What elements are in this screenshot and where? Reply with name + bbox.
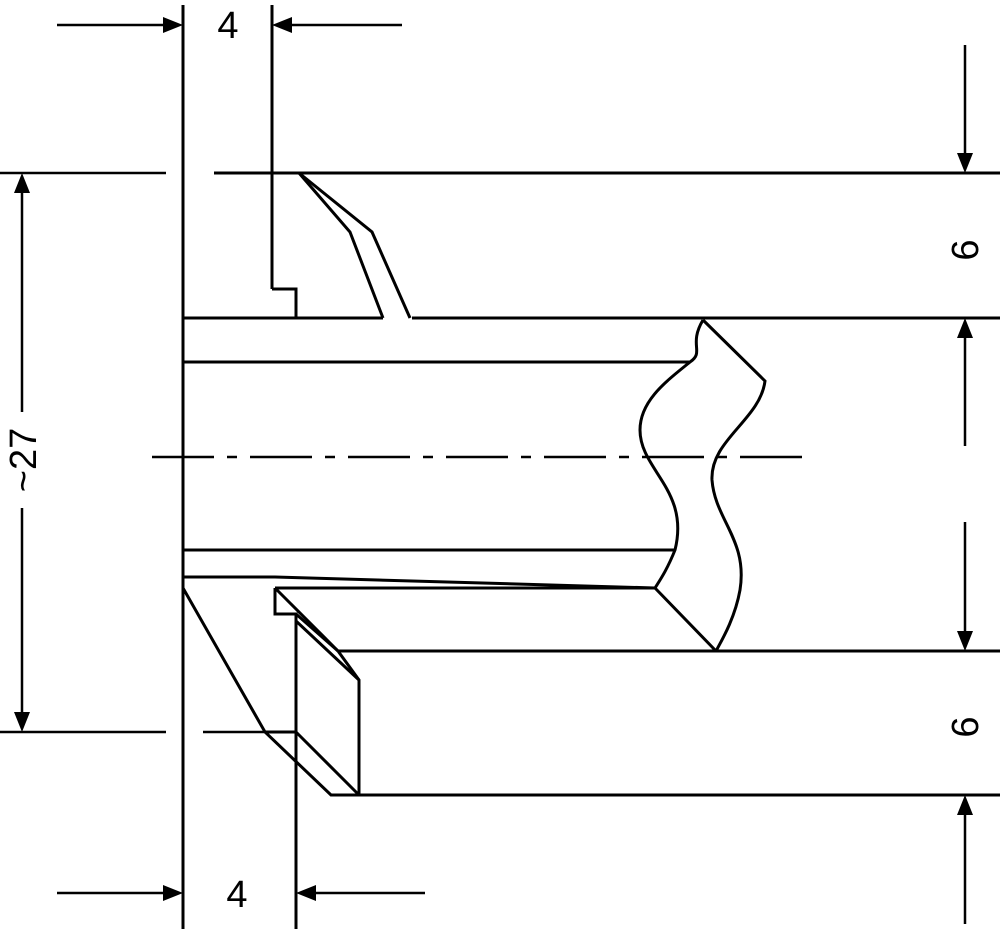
overall-height-label: ~27 <box>3 428 45 492</box>
bottom-gap-label: 4 <box>226 874 247 916</box>
lower-thickness-dimension: 6 <box>945 522 987 924</box>
upper-thickness-dimension: 6 <box>945 45 987 446</box>
upper-hook <box>183 5 383 320</box>
extension-lines <box>0 171 265 734</box>
lower-hook <box>181 550 656 929</box>
tube-body <box>183 318 767 653</box>
lower-thickness-label: 6 <box>945 716 987 737</box>
overall-height-dimension: ~27 <box>3 173 45 732</box>
upper-thickness-label: 6 <box>945 239 987 260</box>
lower-plate <box>181 587 1000 797</box>
top-gap-dimension: 4 <box>57 5 402 47</box>
top-gap-label: 4 <box>217 5 238 47</box>
bottom-gap-dimension: 4 <box>57 874 425 916</box>
upper-plate <box>214 171 1000 320</box>
